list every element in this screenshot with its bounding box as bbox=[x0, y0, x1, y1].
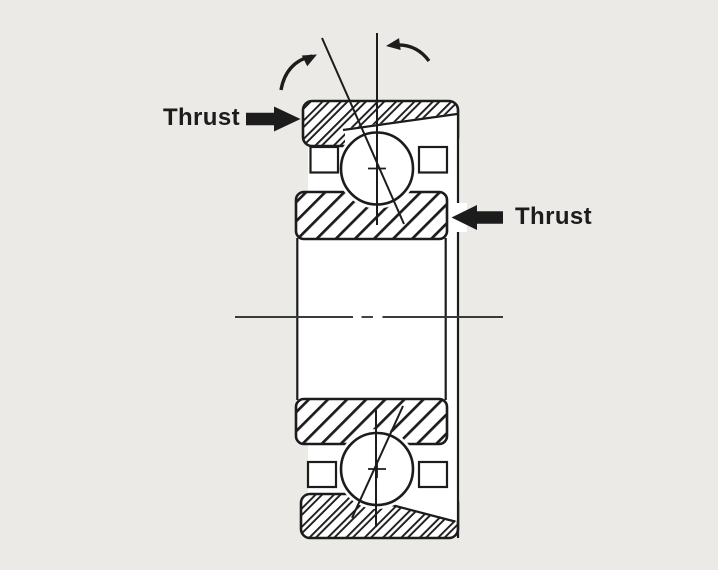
counterbore-edge-bottom bbox=[385, 502, 456, 523]
ring-face-lines bbox=[296, 110, 460, 538]
cage-bottom-left bbox=[306, 460, 338, 489]
cage-top-left bbox=[309, 145, 340, 174]
contact-angle-line-bottom bbox=[351, 405, 404, 519]
thrust-label-left: Thrust bbox=[162, 104, 240, 131]
contact-angle-line-top bbox=[321, 37, 405, 225]
contact-angle-annotation-bottom bbox=[351, 405, 404, 527]
bore-region bbox=[297, 236, 447, 400]
contact-angle-annotation-top bbox=[321, 33, 405, 225]
thrust-arrow-right-icon bbox=[451, 205, 503, 230]
cage-top-right bbox=[417, 145, 449, 174]
cage-bottom-right bbox=[417, 460, 449, 489]
thrust-arrow-left-icon bbox=[246, 106, 301, 132]
rotation-arrow-right-icon bbox=[386, 38, 431, 63]
rotation-arrow-left-icon bbox=[279, 54, 317, 91]
thrust-label-right: Thrust bbox=[515, 203, 593, 230]
cage bbox=[306, 145, 449, 489]
